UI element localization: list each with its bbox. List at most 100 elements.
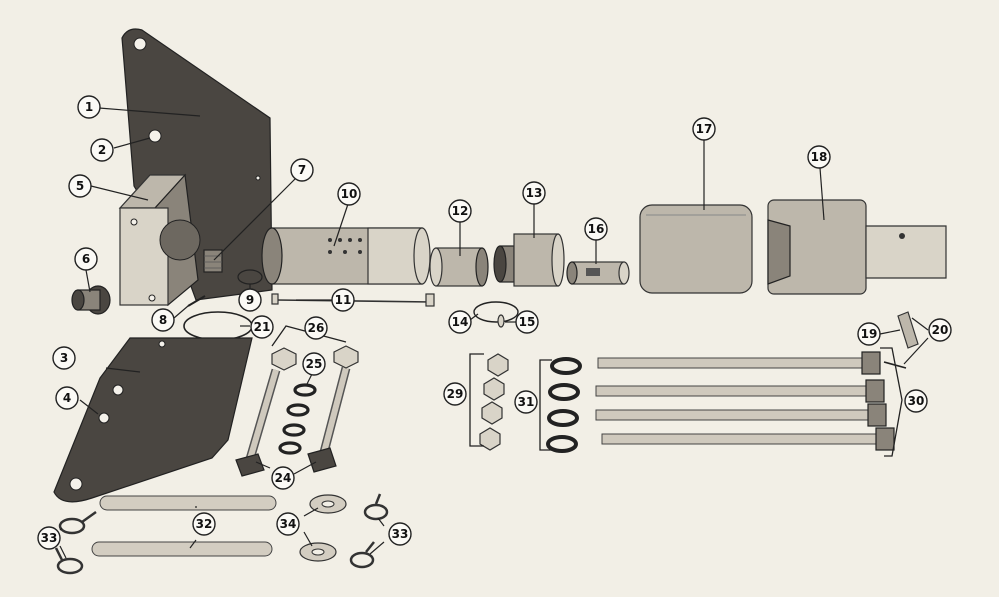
- part-15-clip: [497, 314, 505, 328]
- cylinder-hole: [328, 238, 332, 242]
- callout-1: 1: [77, 95, 101, 119]
- callout-3: 3: [52, 346, 76, 370]
- leader-lines: [59, 107, 929, 559]
- block-hole: [148, 294, 156, 302]
- lower-plate-hole: [112, 384, 124, 396]
- plate-mount-hole: [133, 37, 147, 51]
- svg-text:18: 18: [811, 150, 828, 164]
- cylinder-hole: [343, 250, 347, 254]
- part-24-bolt: [307, 366, 351, 473]
- callout-16: 16: [584, 217, 608, 241]
- part-5-bearing-block: [118, 173, 201, 307]
- callout-19: 19: [857, 322, 881, 346]
- lower-plate-hole: [69, 477, 83, 491]
- callout-7: 7: [290, 158, 314, 182]
- part-30-long-bolt: [601, 427, 895, 451]
- bracket-part-29: [469, 353, 484, 447]
- part-16-slotted-bushing: [566, 261, 630, 285]
- callout-17: 17: [692, 117, 716, 141]
- cylinder-hole: [348, 238, 352, 242]
- part-33-clip: [363, 493, 389, 521]
- svg-text:8: 8: [159, 313, 167, 327]
- callout-13: 13: [522, 181, 546, 205]
- part-6-bushing: [71, 285, 111, 315]
- svg-text:5: 5: [76, 179, 84, 193]
- callout-33-right: 33: [388, 522, 412, 546]
- callout-11: 11: [331, 288, 355, 312]
- part-9-disc: [237, 269, 263, 285]
- part-19-pin: [897, 311, 919, 349]
- part-33-clip: [54, 547, 84, 575]
- svg-text:21: 21: [254, 320, 271, 334]
- callout-34: 34: [276, 512, 300, 536]
- svg-text:13: 13: [526, 186, 543, 200]
- cylinder-hole: [328, 250, 332, 254]
- part-8-key: [187, 295, 206, 307]
- svg-text:20: 20: [932, 323, 949, 337]
- block-bearing-race: [159, 219, 201, 261]
- part-31-washer-column: [546, 357, 582, 453]
- svg-text:16: 16: [588, 222, 605, 236]
- part-30-long-bolt: [595, 379, 885, 403]
- callout-9: 9: [238, 288, 262, 312]
- part-24-bolt: [235, 368, 281, 477]
- part-30-long-bolt: [595, 403, 887, 427]
- bushing-slot: [586, 268, 600, 276]
- callout-18: 18: [807, 145, 831, 169]
- part-14-o-ring: [473, 301, 519, 323]
- part-10-cylinder: [261, 227, 431, 285]
- part-26-nut: [271, 347, 297, 371]
- svg-text:9: 9: [246, 293, 254, 307]
- callout-20: 20: [928, 318, 952, 342]
- part-18-receiver-tube: [767, 199, 947, 295]
- cylinder-hole: [358, 238, 362, 242]
- part-12-sleeve: [429, 247, 489, 287]
- cylinder-hole: [358, 250, 362, 254]
- svg-text:7: 7: [298, 163, 306, 177]
- callout-26: 26: [304, 316, 328, 340]
- part-7-set-screw: [203, 249, 223, 273]
- svg-text:11: 11: [335, 293, 352, 307]
- svg-text:33: 33: [41, 531, 58, 545]
- part-34-flat-washer: [309, 494, 347, 514]
- callout-4: 4: [55, 386, 79, 410]
- callout-12: 12: [448, 199, 472, 223]
- bracket-part-31: [539, 359, 552, 451]
- lower-plate-hole: [158, 340, 166, 348]
- callout-8: 8: [151, 308, 175, 332]
- callout-29: 29: [443, 382, 467, 406]
- svg-text:17: 17: [696, 122, 713, 136]
- plate-pin-hole: [255, 175, 261, 181]
- callout-15: 15: [515, 310, 539, 334]
- receiver-pin-hole: [899, 233, 905, 239]
- callout-2: 2: [90, 138, 114, 162]
- svg-text:15: 15: [519, 315, 536, 329]
- svg-text:19: 19: [861, 327, 878, 341]
- svg-text:34: 34: [280, 517, 297, 531]
- svg-text:31: 31: [518, 395, 535, 409]
- callout-5: 5: [68, 174, 92, 198]
- part-3-lower-plate: [53, 337, 253, 503]
- svg-text:25: 25: [306, 357, 323, 371]
- svg-text:26: 26: [308, 321, 325, 335]
- callout-25: 25: [302, 352, 326, 376]
- part-29-nut-column: [479, 353, 509, 451]
- part-32-pin: [91, 541, 273, 557]
- part-13-collar: [493, 233, 565, 287]
- callout-6: 6: [74, 247, 98, 271]
- callout-31: 31: [514, 390, 538, 414]
- part-26-nut: [333, 345, 359, 369]
- part-2-hole: [148, 129, 162, 143]
- svg-text:10: 10: [341, 187, 358, 201]
- callout-32: 32: [192, 512, 216, 536]
- callout-24: 24: [271, 466, 295, 490]
- svg-text:1: 1: [85, 100, 93, 114]
- part-4-hole: [98, 412, 110, 424]
- svg-text:30: 30: [908, 394, 925, 408]
- svg-text:6: 6: [82, 252, 90, 266]
- callout-21: 21: [250, 315, 274, 339]
- callout-14: 14: [448, 310, 472, 334]
- part-33-clip: [349, 541, 375, 569]
- callout-33-left: 33: [37, 526, 61, 550]
